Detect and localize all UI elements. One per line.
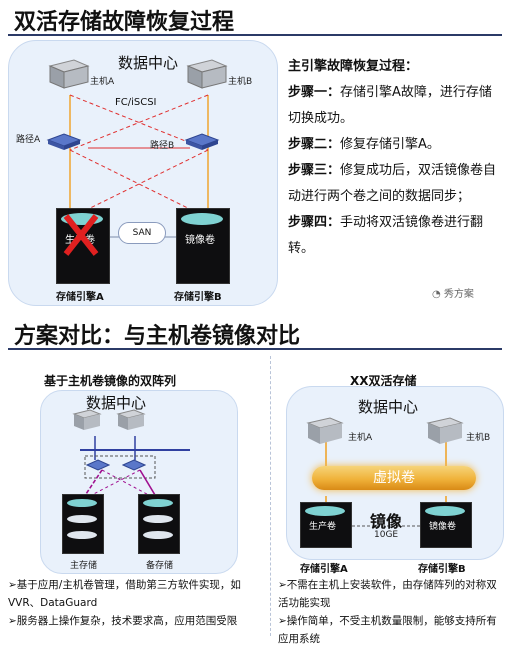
datacenter-label: 数据中心 [118,54,179,72]
switch-a [46,132,82,156]
section1-rule [8,34,502,36]
left-switch-2 [121,458,147,477]
cloud-icon: SAN [118,222,166,244]
switch-icon [46,133,82,150]
right-host-a-label: 主机A [348,433,373,443]
switch-icon [85,459,111,471]
left-note-2: ➢服务器上操作复杂，技术要求高，应用范围受限 [8,615,238,627]
section1-title: 双活存储故障恢复过程 [14,10,235,35]
mirror-volume-label: 镜像卷 [185,235,215,246]
failover-diagram-panel [8,40,278,306]
right-storage-b: 镜像卷 [420,502,472,548]
right-subtitle: XX双活存储 [350,374,417,388]
storage-icon [181,213,223,225]
right-notes: ➢不需在主机上安装软件，由存储阵列的对称双活功能实现 ➢操作简单，不受主机数量限… [278,576,504,648]
right-production-volume-label: 生产卷 [309,522,337,532]
engine-b-label: 存储引擎B [174,292,222,303]
right-mirror-volume-label: 镜像卷 [429,522,457,532]
server-icon [186,59,228,89]
right-storage-a: 生产卷 [300,502,352,548]
failover-diagram-lines [69,94,209,238]
right-engine-a-label: 存储引擎A [300,564,348,575]
section2-rule [8,348,502,350]
right-engine-b-label: 存储引擎B [418,564,466,575]
watermark: ◔ 秀方案 [432,289,474,300]
right-datacenter-label: 数据中心 [358,398,419,416]
left-switch-1 [85,458,111,477]
watermark-logo-icon: ◔ [432,289,441,300]
step-1: 步骤一：存储引擎A故障，进行存储切换成功。 [288,85,492,126]
switch-b [184,132,220,156]
host-a [48,58,90,94]
host-a-label: 主机A [90,77,115,87]
san-label: SAN [132,228,152,238]
server-icon [48,59,90,89]
primary-storage-label: 主存储 [70,561,98,571]
section-divider [270,356,271,636]
path-a-label: 路径A [16,135,41,145]
protocol-label: FC/iSCSI [115,97,157,108]
steps-heading: 主引擎故障恢复过程： [288,59,419,74]
backup-storage [138,494,180,554]
storage-icon [143,499,173,507]
step-4: 步骤四：手动将双活镜像卷进行翻转。 [288,215,484,256]
switch-icon [184,133,220,150]
left-subtitle: 基于主机卷镜像的双阵列 [44,374,177,388]
right-host-b [426,416,464,450]
virtual-volume: 虚拟卷 [312,466,476,490]
host-b [186,58,228,94]
step-3: 步骤三：修复成功后，双活镜像卷自动进行两个卷之间的数据同步； [288,163,497,204]
storage-icon [67,499,97,507]
path-b-label: 路径B [150,141,175,151]
left-host-2 [116,408,146,436]
primary-storage [62,494,104,554]
storage-icon [425,506,465,516]
recovery-steps: 主引擎故障恢复过程： 步骤一：存储引擎A故障，进行存储切换成功。 步骤二：修复存… [288,54,500,262]
server-icon [116,409,146,430]
right-note-1: ➢不需在主机上安装软件，由存储阵列的对称双活功能实现 [278,579,497,609]
link-label: 10GE [374,530,399,540]
server-icon [306,417,344,444]
virtual-volume-label: 虚拟卷 [373,470,415,486]
right-host-b-label: 主机B [466,433,491,443]
storage-icon [305,506,345,516]
section2-title: 方案对比：与主机卷镜像对比 [14,324,301,349]
host-b-label: 主机B [228,77,253,87]
left-notes: ➢基于应用/主机卷管理，借助第三方软件实现，如VVR、DataGuard ➢服务… [8,576,266,630]
left-host-1 [72,408,102,436]
left-datacenter-label: 数据中心 [86,394,147,412]
left-note-1: ➢基于应用/主机卷管理，借助第三方软件实现，如VVR、DataGuard [8,579,241,609]
mirror-label: 镜像 [370,512,403,531]
error-x-icon [60,210,102,264]
switch-icon [121,459,147,471]
backup-storage-label: 备存储 [146,561,174,571]
engine-a-label: 存储引擎A [56,292,104,303]
right-note-2: ➢操作简单，不受主机数量限制，能够支持所有应用系统 [278,615,497,645]
storage-engine-b: 镜像卷 [176,208,230,284]
step-2: 步骤二：修复存储引擎A。 [288,137,440,152]
server-icon [426,417,464,444]
right-host-a [306,416,344,450]
server-icon [72,409,102,430]
